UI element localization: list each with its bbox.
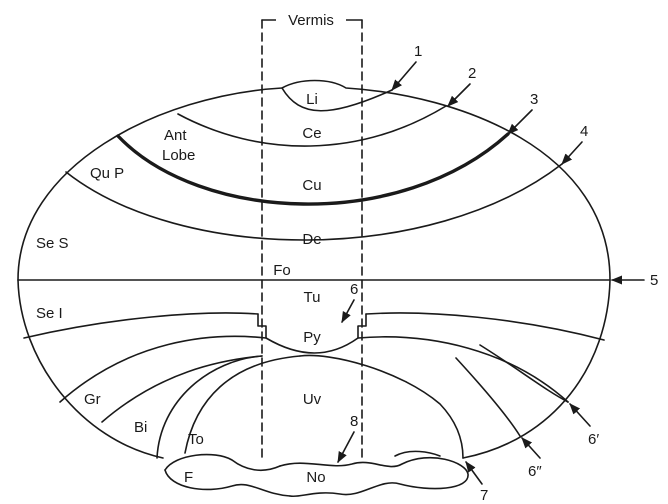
marker-6: 6 [350, 281, 358, 298]
pyramis-lower-fissure [59, 335, 569, 403]
arrow-1 [391, 61, 417, 91]
cerebellum-outline [17, 79, 611, 459]
label-flocculus: F [184, 469, 193, 486]
marker-7: 7 [480, 487, 488, 504]
primary-fissure [116, 132, 510, 206]
label-central: Ce [302, 125, 321, 142]
label-anterior-lobe-2: Lobe [162, 147, 195, 164]
arrow-6-double-prime [521, 437, 541, 459]
label-tonsil: To [188, 431, 204, 448]
label-semilunar-superior: Se S [36, 235, 69, 252]
marker-4: 4 [580, 123, 588, 140]
label-folium: Fo [273, 262, 291, 279]
folium-label-bg [266, 262, 296, 278]
label-declive: De [302, 231, 321, 248]
label-tuber: Tu [304, 289, 321, 306]
flocculus-left-lower [164, 469, 291, 497]
nodulus-outline [279, 456, 469, 498]
marker-5: 5 [650, 272, 658, 289]
vermis-title-bg [276, 10, 346, 30]
vermis-title: Vermis [288, 12, 334, 29]
right-boundary-6dprime [455, 357, 521, 437]
arrow-6-prime [569, 403, 591, 427]
arrow-7 [465, 461, 483, 485]
fissure-1 [281, 87, 393, 112]
biventral-tonsil-boundary [156, 355, 263, 459]
label-quadrangular-posterior: Qu P [90, 165, 124, 182]
arrow-3 [507, 109, 533, 135]
marker-1: 1 [414, 43, 422, 60]
fissure-4 [65, 163, 563, 241]
label-nodulus: No [306, 469, 325, 486]
marker-3: 3 [530, 91, 538, 108]
label-lingula: Li [306, 91, 318, 108]
arrow-6 [341, 299, 355, 323]
label-uvula: Uv [303, 391, 322, 408]
flocculus-right [394, 450, 441, 457]
fissure-2 [177, 105, 447, 147]
label-semilunar-inferior: Se I [36, 305, 63, 322]
arrow-4 [561, 141, 583, 165]
label-anterior-lobe-1: Ant [164, 127, 187, 144]
flocculus-left [164, 453, 281, 472]
prepyramidal-fissure-right [365, 312, 605, 341]
pyramis-notch-right [357, 313, 367, 339]
label-culmen: Cu [302, 177, 321, 194]
marker-8: 8 [350, 413, 358, 430]
marker-6-double-prime: 6″ [528, 463, 542, 480]
pyramis-notch-left [257, 313, 267, 339]
arrow-2 [447, 83, 471, 107]
label-biventral: Bi [134, 419, 147, 436]
gracile-biventral-boundary [101, 355, 263, 423]
label-pyramis: Py [303, 329, 321, 346]
marker-2: 2 [468, 65, 476, 82]
arrow-8 [337, 431, 355, 463]
uvula-left-boundary [184, 355, 301, 454]
uvula-top [299, 354, 464, 459]
label-gracile: Gr [84, 391, 101, 408]
right-boundary-6prime [479, 344, 569, 403]
marker-6-prime: 6′ [588, 431, 599, 448]
prepyramidal-fissure-left [23, 312, 259, 339]
